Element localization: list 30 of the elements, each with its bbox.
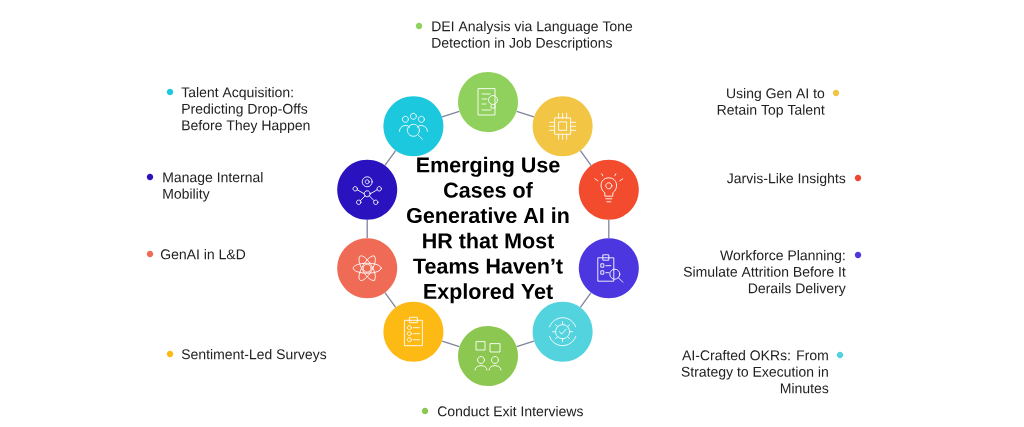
title: Emerging Use Cases of Generative AI in HR that Most Teams Haven’t Explored Yet (407, 156, 569, 304)
circle (578, 238, 639, 299)
connector-line (579, 150, 592, 166)
connector-line (384, 150, 397, 166)
item-label: Manage Internal Mobility (163, 172, 263, 202)
item-label: Sentiment-Led Surveys (181, 349, 327, 363)
item-label: DEI Analysis via Language Tone Detection in Job Descriptions (432, 21, 633, 51)
connector-line (516, 110, 535, 118)
item-label: Using Gen AI to Retain Top Talent (717, 88, 825, 118)
item-label: Talent Acquisition: Predicting Drop-Offs Before They Happen (181, 87, 310, 134)
item-label: GenAI in L&D (160, 249, 246, 260)
item-label: AI-Crafted OKRs: From Strategy to Execution in Minutes (681, 350, 829, 394)
connector-line (608, 219, 610, 239)
circle (578, 159, 639, 220)
connector-line (384, 291, 397, 308)
connector-line (366, 219, 368, 239)
circle (532, 301, 593, 362)
connector-line (579, 291, 592, 308)
item-label: Workforce Planning: Simulate Attrition Before It Derails Delivery (683, 250, 846, 297)
connector-line (441, 110, 460, 118)
circle (458, 72, 518, 132)
circle (337, 159, 398, 220)
item-label: Jarvis-Like Insights (727, 173, 846, 187)
circle (383, 96, 444, 157)
circle (532, 96, 593, 157)
circle (458, 326, 518, 386)
connector-line (441, 340, 460, 348)
item-label: Conduct Exit Interviews (437, 406, 583, 417)
circle (337, 238, 398, 299)
connector-line (516, 340, 535, 348)
